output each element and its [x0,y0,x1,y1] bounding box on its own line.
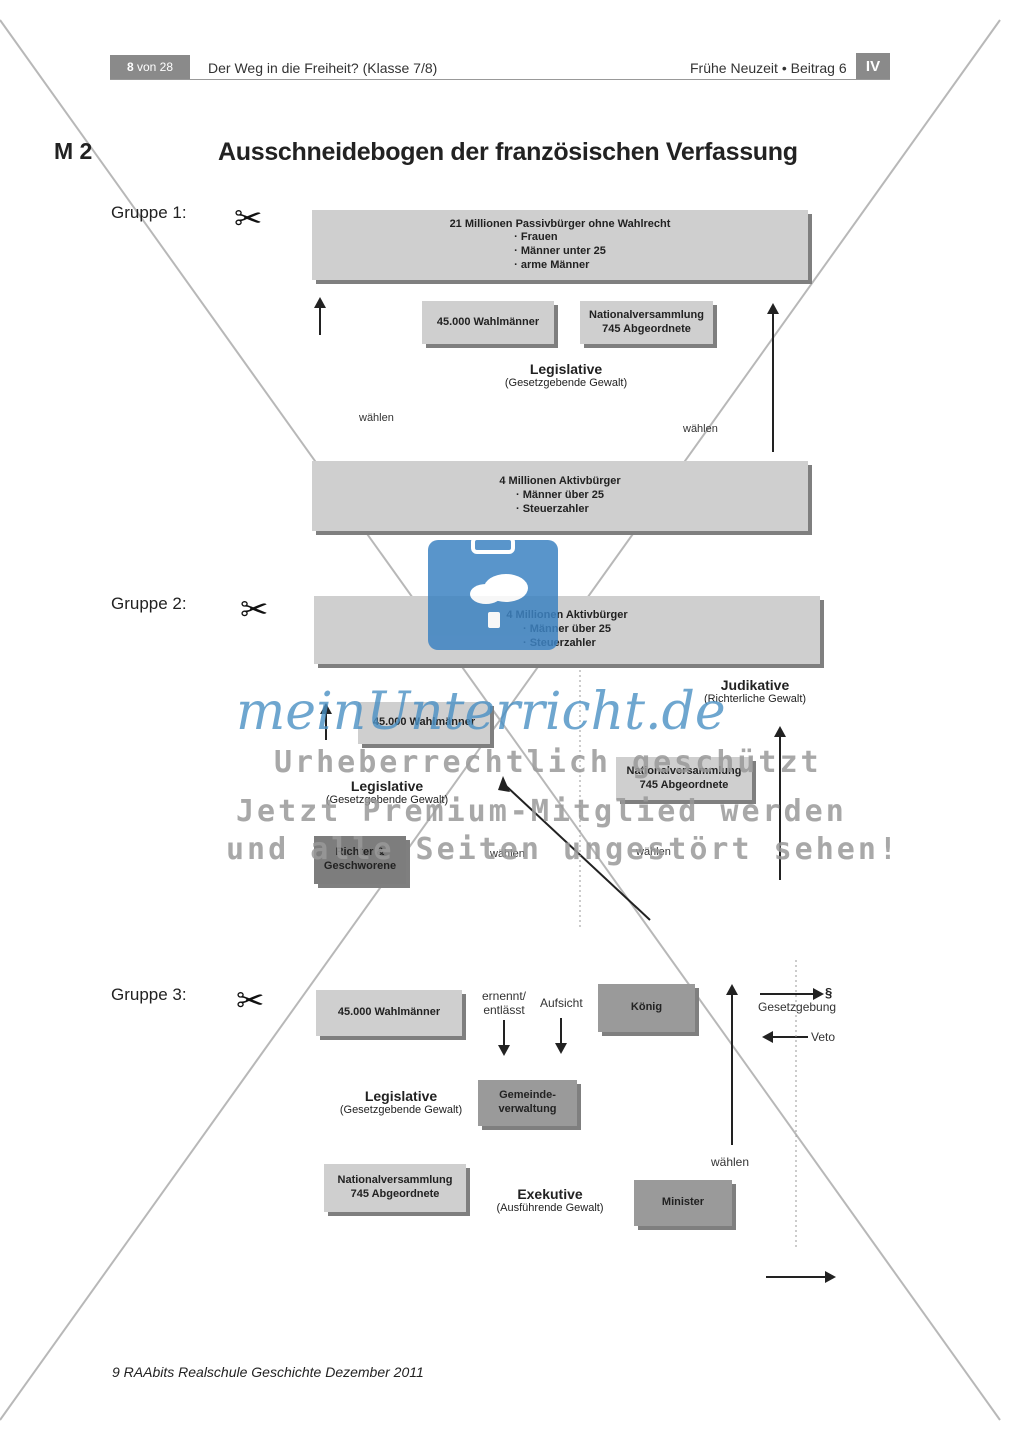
legislative-label: Legislative (Gesetzgebende Gewalt) [500,361,632,389]
minister-box: Minister [634,1180,732,1226]
passive-title: 21 Millionen Passivbürger ohne Wahlrecht [449,217,671,230]
richter-box: Richter & Geschworene [314,836,406,884]
header-section: Frühe Neuzeit • Beitrag 6 [690,60,847,76]
volume-badge: IV [856,53,890,80]
active-citizens-box: 4 Millionen Aktivbürger Männer über 25 S… [314,596,820,664]
legislative-label: Legislative (Gesetzgebende Gewalt) [334,1088,468,1116]
wahlmaenner-box: 45.000 Wahlmänner [316,990,462,1036]
nationalversammlung-box: Nationalversammlung 745 Abgeordnete [580,301,713,344]
ernennt-line1: ernennt/ [481,989,527,1003]
scissors-icon: ✂ [234,200,263,238]
exekutive-label: Exekutive (Ausführende Gewalt) [488,1186,612,1214]
judikative-sub: (Richterliche Gewalt) [703,693,807,705]
legislative-sub: (Gesetzgebende Gewalt) [339,1104,463,1116]
page-total: von 28 [137,60,174,74]
active-list: Männer über 25 Steuerzahler [516,489,604,517]
watermark-line2: Jetzt Premium-Mitglied werden [236,794,847,829]
nationalversammlung-box: Nationalversammlung 745 Abgeordnete [616,757,752,800]
waehlen-label: wählen [683,423,718,435]
judikative-title: Judikative [720,677,790,693]
nv-line1: Nationalversammlung [589,308,704,321]
paragraph-icon: § [825,985,833,1000]
nv-line2: 745 Abgeordnete [602,322,691,335]
nv-line2: 745 Abgeordnete [639,778,729,791]
judikative-label: Judikative (Richterliche Gewalt) [700,677,810,705]
wahlmaenner-box: 45.000 Wahlmänner [358,702,490,744]
gemeinde-box: Gemeinde- verwaltung [478,1080,577,1126]
header-rule [110,79,890,80]
list-item: Steuerzahler [516,503,604,517]
page-number-badge: 8 von 28 [110,55,190,79]
footer: 9 RAAbits Realschule Geschichte Dezember… [112,1364,424,1380]
group2-label: Gruppe 2: [111,594,187,613]
watermark-brand: meinUnterricht.de [236,682,726,742]
richter-line1: Richter & [335,846,385,859]
waehlen-label: wählen [490,848,525,860]
group3-label: Gruppe 3: [111,985,187,1004]
aufsicht-label: Aufsicht [540,996,583,1010]
gemeinde-line2: verwaltung [498,1103,557,1115]
page-number: 8 [126,60,134,74]
header-title: Der Weg in die Freiheit? (Klasse 7/8) [208,60,438,76]
koenig-box: König [598,984,695,1032]
legislative-title: Legislative [364,1088,438,1104]
legislative-label: Legislative (Gesetzgebende Gewalt) [322,778,452,806]
list-item: Männer über 25 [516,489,604,503]
active-citizens-box: 4 Millionen Aktivbürger Männer über 25 S… [312,461,808,531]
nationalversammlung-box: Nationalversammlung 745 Abgeordnete [324,1164,466,1212]
wahlmaenner-box: 45.000 Wahlmänner [422,301,554,344]
active-title: 4 Millionen Aktivbürger [499,475,621,488]
veto-label: Veto [811,1030,836,1044]
exekutive-sub: (Ausführende Gewalt) [496,1202,604,1214]
legislative-sub: (Gesetzgebende Gewalt) [325,794,449,806]
watermark-line1: Urheberrechtlich geschützt [274,745,822,780]
briefcase-cloud-icon [428,536,558,650]
scissors-icon: ✂ [236,982,265,1020]
legislative-sub: (Gesetzgebende Gewalt) [504,377,628,389]
nv-line1: Nationalversammlung [626,764,742,777]
passive-list: Frauen Männer unter 25 arme Männer [514,231,606,272]
page-title: Ausschneidebogen der französischen Verfa… [218,138,798,166]
scissors-icon: ✂ [240,591,269,629]
passive-citizens-box: 21 Millionen Passivbürger ohne Wahlrecht… [312,210,808,280]
waehlen-label: wählen [636,846,671,858]
group1-label: Gruppe 1: [111,203,187,222]
watermark-line3: und alle Seiten ungestört sehen! [226,832,900,867]
gesetzgebung-label: Gesetzgebung [758,1000,837,1014]
gemeinde-line1: Gemeinde- [499,1089,556,1102]
richter-line2: Geschworene [323,860,397,872]
material-label: M 2 [54,138,93,164]
list-item: Männer unter 25 [514,245,606,259]
waehlen-label: wählen [359,412,394,424]
legislative-title: Legislative [529,361,603,377]
nv-line2: 745 Abgeordnete [350,1188,440,1200]
exekutive-title: Exekutive [517,1186,583,1202]
nv-line1: Nationalversammlung [337,1174,453,1187]
waehlen-label: wählen [711,1155,750,1169]
list-item: arme Männer [514,259,606,273]
legislative-title: Legislative [350,778,424,794]
list-item: Frauen [514,231,606,245]
ernennt-line2: entlässt [483,1003,525,1017]
ernennt-label: ernennt/ entlässt [478,989,530,1017]
